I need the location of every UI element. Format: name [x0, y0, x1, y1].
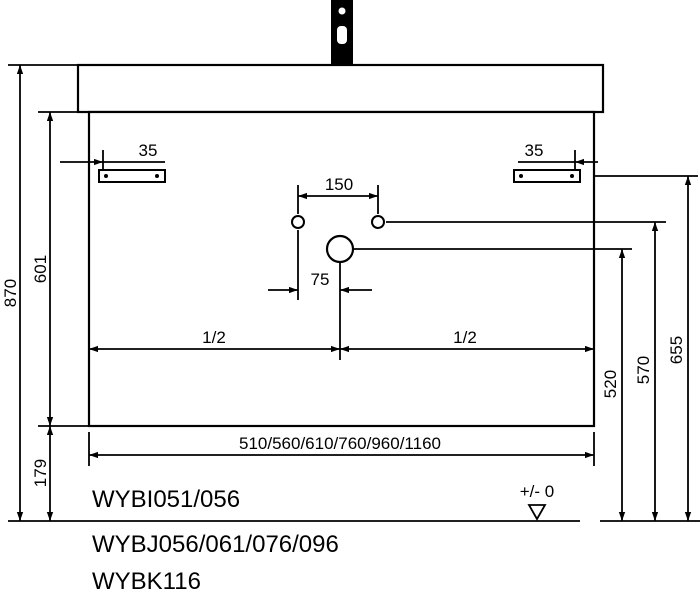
- total-height-label: 870: [1, 279, 20, 307]
- left-wall-bracket: [98, 169, 166, 183]
- floor-gap-label: 179: [31, 459, 50, 487]
- cabinet-body: [87, 110, 596, 428]
- bracket-right-label: 35: [525, 141, 544, 160]
- half-right-label: 1/2: [453, 328, 477, 347]
- bracket-height-label: 655: [667, 336, 686, 364]
- fixing-spacing-label: 150: [325, 175, 353, 194]
- model-code-3: WYBK116: [92, 568, 201, 595]
- cabinet-height-label: 601: [31, 255, 50, 283]
- fixing-height-label: 570: [634, 356, 653, 384]
- countertop: [76, 63, 605, 114]
- bracket-left-label: 35: [139, 141, 158, 160]
- width-options-label: 510/560/610/760/960/1160: [239, 434, 441, 453]
- half-left-label: 1/2: [202, 328, 226, 347]
- fixing-hole-right: [371, 215, 385, 229]
- model-code-1: WYBI051/056: [92, 486, 241, 513]
- faucet-icon: [331, 0, 353, 65]
- drain-outlet: [325, 234, 355, 264]
- right-wall-bracket: [513, 169, 581, 183]
- drain-height-label: 520: [601, 370, 620, 398]
- floor-level-icon: [527, 504, 547, 521]
- floor-tolerance-label: +/- 0: [520, 482, 555, 501]
- fixing-hole-left: [291, 215, 305, 229]
- model-code-2: WYBJ056/061/076/096: [92, 531, 339, 558]
- drain-offset-label: 75: [311, 270, 330, 289]
